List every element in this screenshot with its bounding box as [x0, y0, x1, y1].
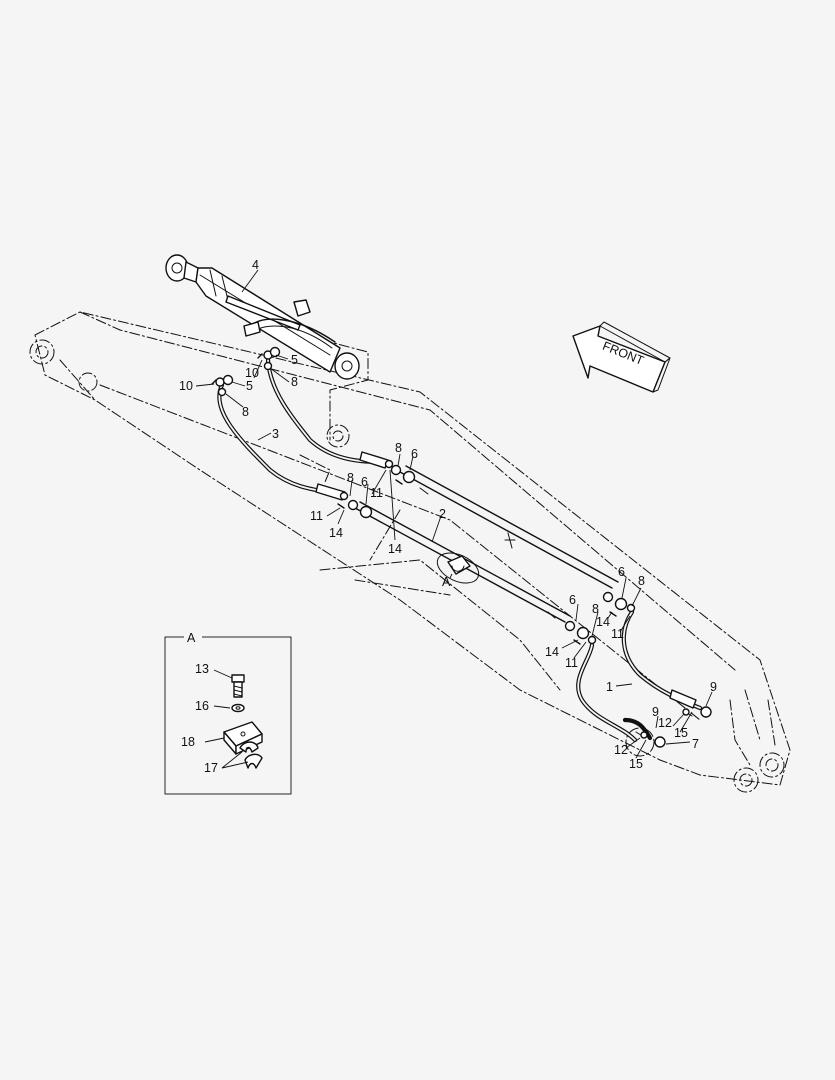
callout-3: 3 — [272, 427, 279, 441]
callout-6: 6 — [361, 475, 368, 489]
callout-18: 18 — [181, 735, 195, 749]
callout-6: 6 — [569, 593, 576, 607]
hydraulic-cylinder — [165, 254, 360, 380]
callout-11: 11 — [611, 627, 624, 641]
callout-17: 17 — [204, 761, 218, 775]
leader-lines — [195, 269, 713, 769]
callout-15: 15 — [629, 757, 643, 771]
callout-5: 5 — [291, 353, 298, 367]
hose-assembly-3 — [217, 357, 389, 501]
callout-14: 14 — [545, 645, 559, 659]
detail-box-a: A — [164, 631, 292, 795]
callout-6: 6 — [411, 447, 418, 461]
detail-title: A — [187, 631, 196, 645]
callout-1: 1 — [606, 680, 613, 694]
callout-2: 2 — [439, 507, 446, 521]
callout-6: 6 — [618, 565, 625, 579]
detail-ref-label: A — [442, 575, 451, 589]
callout-9: 9 — [652, 705, 659, 719]
callout-14: 14 — [388, 542, 402, 556]
fittings-upper — [211, 346, 690, 739]
callout-10: 10 — [245, 366, 259, 380]
callout-14: 14 — [329, 526, 343, 540]
callout-8: 8 — [242, 405, 249, 419]
callout-10: 10 — [179, 379, 193, 393]
callout-8: 8 — [291, 375, 298, 389]
callout-12: 12 — [658, 716, 672, 730]
front-direction-arrow: FRONT — [572, 321, 671, 393]
callout-11: 11 — [370, 486, 383, 500]
callout-12: 12 — [614, 743, 628, 757]
steel-pipes-2 — [347, 464, 628, 640]
hose-assembly-1 — [576, 609, 712, 748]
callout-11: 11 — [310, 509, 323, 523]
arm-outline — [29, 311, 791, 793]
callout-8: 8 — [638, 574, 645, 588]
callout-9: 9 — [710, 680, 717, 694]
callout-8: 8 — [592, 602, 599, 616]
callout-14: 14 — [596, 615, 610, 629]
callout-8: 8 — [395, 441, 402, 455]
callout-4: 4 — [252, 258, 259, 272]
callout-13: 13 — [195, 662, 209, 676]
pipe-clamp-a — [436, 552, 480, 584]
callout-15: 15 — [674, 726, 688, 740]
callout-11: 11 — [565, 656, 578, 670]
callout-labels: 4 5 10 8 10 5 8 3 8 6 8 6 11 11 14 14 2 … — [179, 258, 717, 775]
callout-16: 16 — [195, 699, 209, 713]
callout-5: 5 — [246, 379, 253, 393]
callout-8: 8 — [347, 471, 354, 485]
callout-7: 7 — [692, 737, 699, 751]
